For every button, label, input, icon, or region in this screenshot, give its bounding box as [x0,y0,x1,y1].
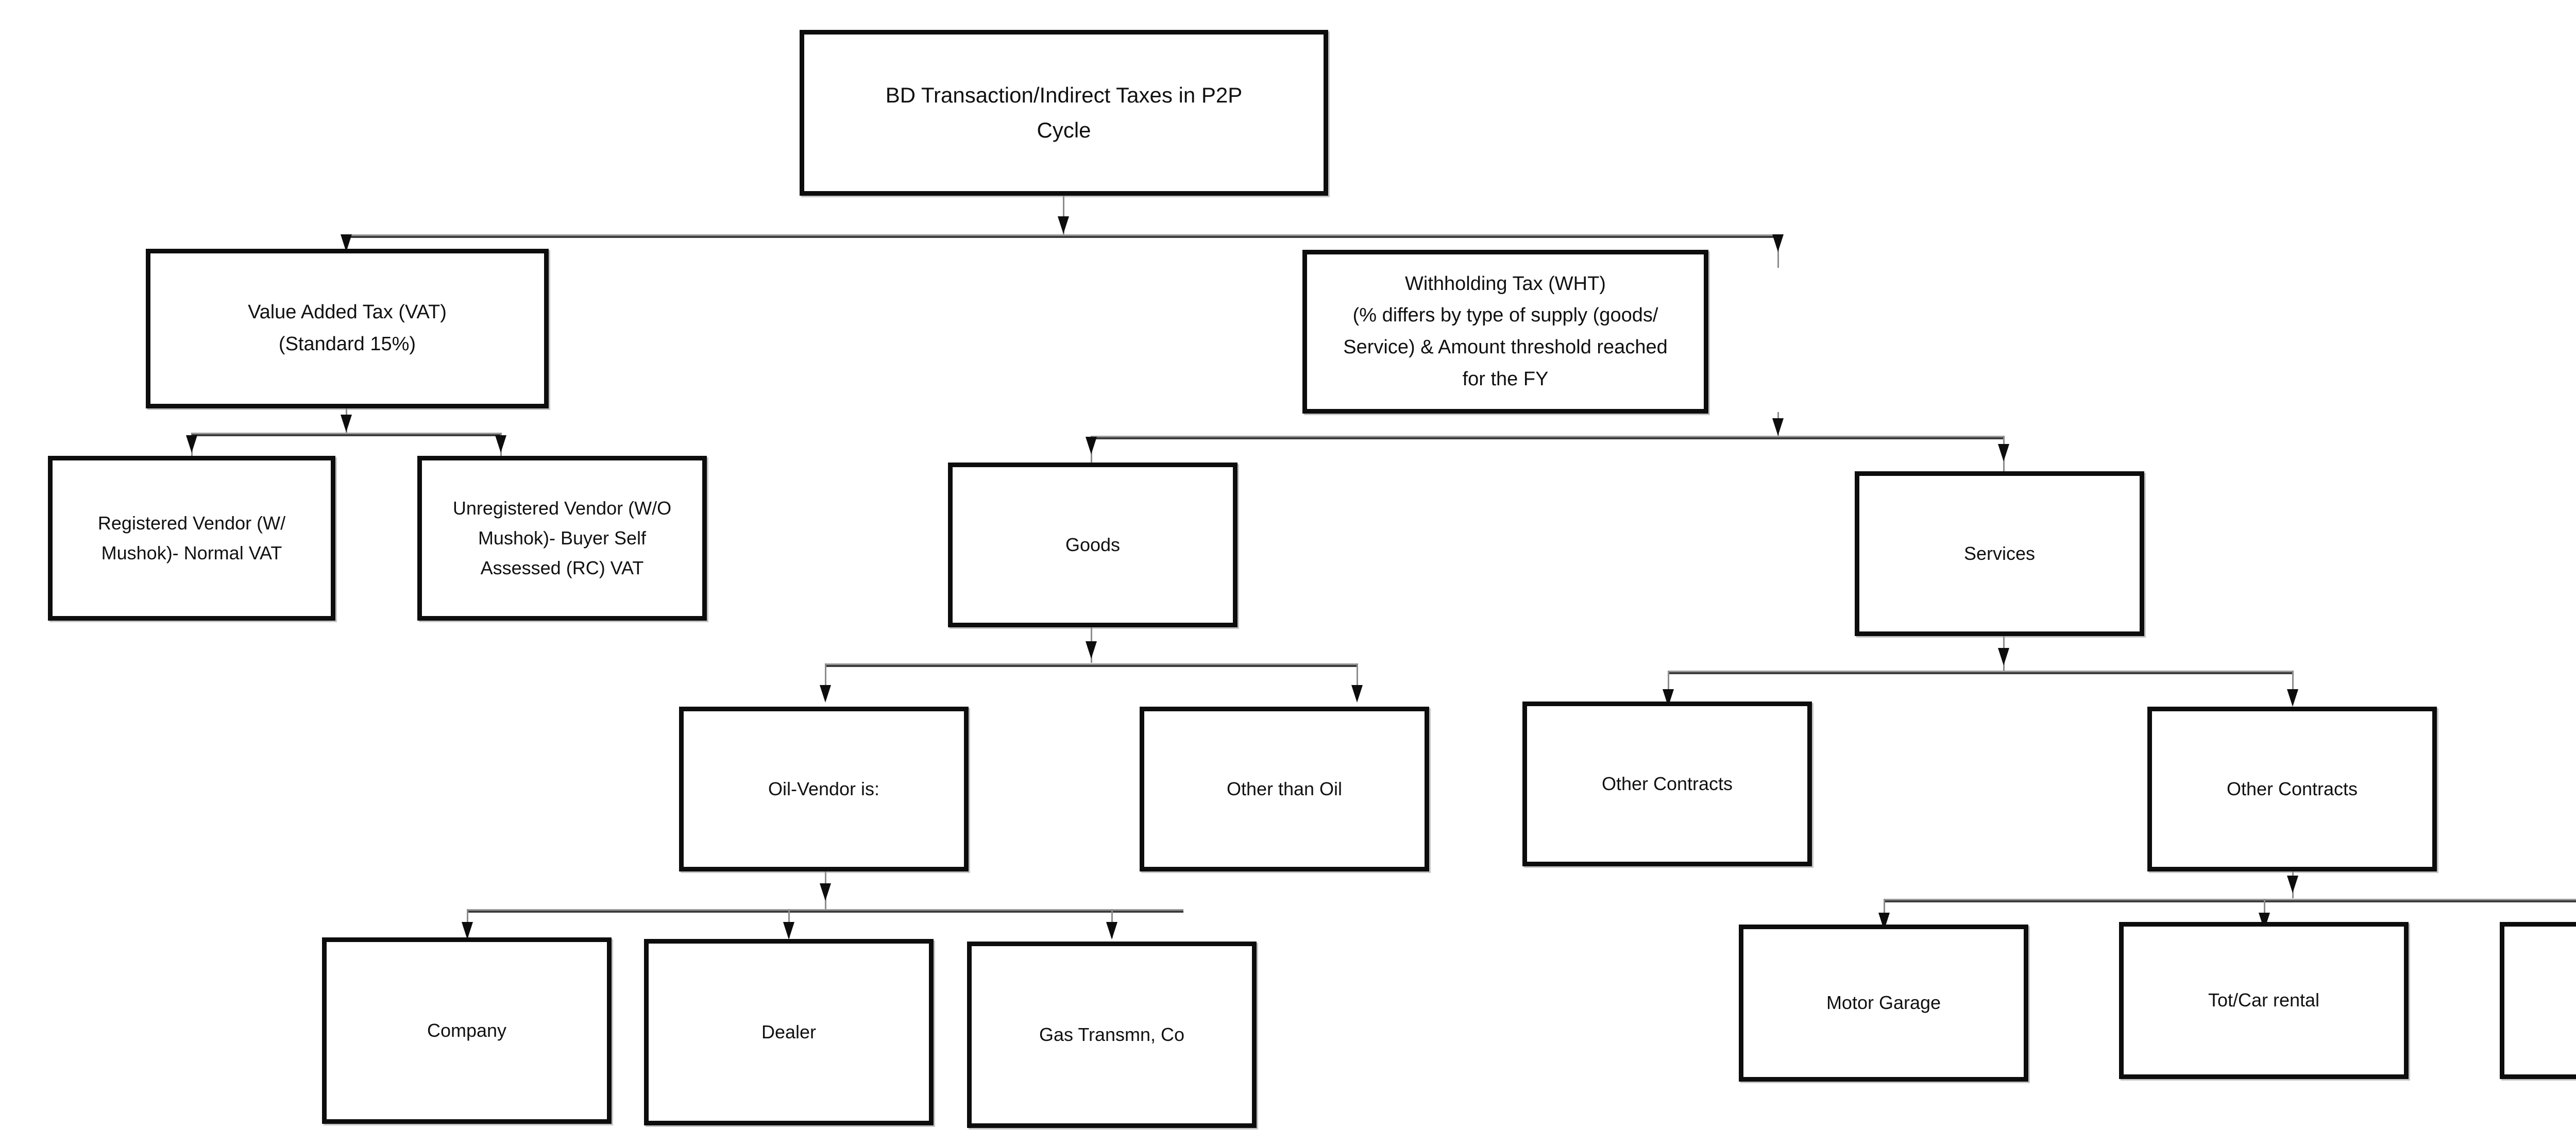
node-gas-transmn-co[interactable]: Gas Transmn, Co [967,942,1257,1128]
node-withholding-tax-label: Withholding Tax (WHT) (% differs by type… [1343,272,1668,390]
arrowhead-dealer [783,922,794,939]
arrowhead-registered-vendor [186,435,197,453]
node-services[interactable]: Services [1855,471,2144,636]
node-value-added-tax[interactable]: Value Added Tax (VAT) (Standard 15%) [146,249,549,408]
connector-bus-services [1668,671,2293,674]
connector-root-stem [1063,196,1064,235]
node-company[interactable]: Company [322,937,612,1124]
arrowhead-other-contracts-right-bus [2287,876,2298,893]
arrowhead-wht-bus [1772,418,1784,436]
arrowhead-services [1998,444,2009,461]
node-oil-vendor-label: Oil-Vendor is: [768,778,880,799]
connector-drop-oil-vendor [825,663,826,695]
arrowhead-oil-vendor-bus [820,883,831,901]
arrowhead-root-bus [1058,216,1069,234]
node-value-added-tax-label: Value Added Tax (VAT) (Standard 15%) [248,301,447,355]
node-motor-garage-label: Motor Garage [1826,992,1941,1014]
connector-bus-root [346,234,1778,238]
connector-bus-wht [1091,436,2004,439]
node-goods[interactable]: Goods [948,463,1238,627]
node-goods-label: Goods [1065,534,1121,555]
connector-bus-goods [825,663,1357,667]
arrowhead-vat [341,234,352,252]
arrowhead-services-bus [1998,648,2009,665]
node-unregistered-vendor[interactable]: Unregistered Vendor (W/O Mushok)- Buyer … [417,456,707,621]
node-other-contracts-right[interactable]: Other Contracts [2147,707,2437,871]
node-gas-transmn-co-label: Gas Transmn, Co [1039,1023,1185,1045]
node-company-label: Company [427,1019,507,1041]
node-other-contracts-left-label: Other Contracts [1601,773,1733,794]
node-dealer-label: Dealer [761,1021,817,1042]
arrowhead-vat-bus [341,415,352,432]
arrowhead-gas-transmn-co [1106,922,1117,939]
node-root-label: BD Transaction/Indirect Taxes in P2P Cyc… [885,82,1243,142]
connector-bus-vat [192,433,501,436]
connector-drop-other-contracts-right [2292,671,2294,703]
node-dealer[interactable]: Dealer [644,939,934,1125]
node-other-than-oil-label: Other than Oil [1226,778,1343,799]
node-other-services[interactable]: Other Services [2500,922,2576,1079]
node-motor-garage[interactable]: Motor Garage [1739,925,2028,1082]
node-withholding-tax[interactable]: Withholding Tax (WHT) (% differs by type… [1302,250,1708,414]
node-registered-vendor[interactable]: Registered Vendor (W/ Mushok)- Normal VA… [48,456,335,621]
node-root[interactable]: BD Transaction/Indirect Taxes in P2P Cyc… [800,30,1328,196]
connector-bus-oil-vendor [467,909,1183,913]
arrowhead-unregistered-vendor [495,435,506,453]
node-services-label: Services [1963,542,2036,564]
connector-drop-other-contracts-left [1668,671,1669,703]
arrowhead-goods [1086,437,1097,454]
arrowhead-oil-vendor [820,685,831,703]
connector-bus-other-contracts-right [1884,899,2576,902]
arrowhead-goods-bus [1086,641,1097,659]
arrowhead-wht [1772,234,1784,252]
arrowhead-other-contracts-right [2287,689,2298,707]
node-tot-car-rental[interactable]: Tot/Car rental [2119,922,2409,1079]
node-other-than-oil[interactable]: Other than Oil [1140,707,1429,871]
node-other-contracts-left[interactable]: Other Contracts [1522,702,1812,866]
node-registered-vendor-label: Registered Vendor (W/ Mushok)- Normal VA… [97,512,286,563]
arrowhead-other-than-oil [1351,685,1363,703]
node-other-contracts-right-label: Other Contracts [2226,778,2358,799]
node-unregistered-vendor-label: Unregistered Vendor (W/O Mushok)- Buyer … [452,497,672,579]
node-oil-vendor[interactable]: Oil-Vendor is: [679,707,969,871]
node-other-services-label: Other Services [2513,985,2576,1015]
connector-drop-other-than-oil [1357,663,1358,695]
arrowhead-company [462,922,473,939]
node-tot-car-rental-label: Tot/Car rental [2208,989,2320,1011]
